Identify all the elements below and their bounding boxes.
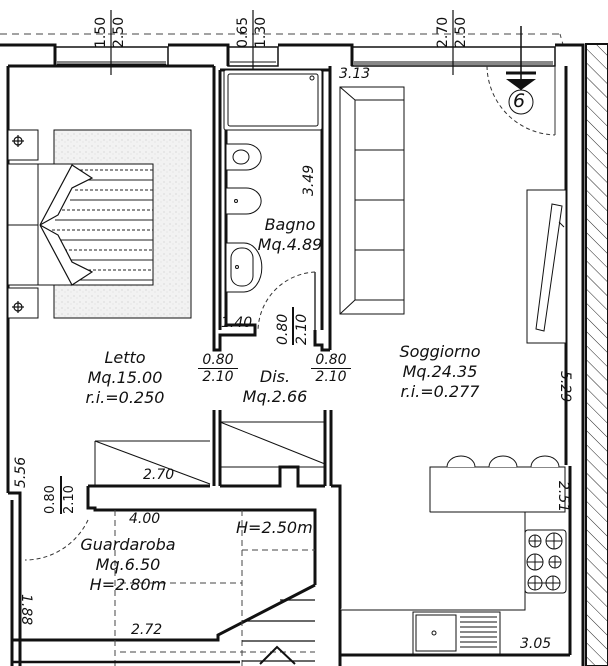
staircase — [12, 599, 315, 665]
room-area: Mq.4.89 — [257, 235, 323, 254]
dim-kitchen-right: 2.51 — [555, 481, 571, 513]
room-area: Mq.6.50 — [95, 555, 161, 574]
dim-bagno-bottom: 1.40 — [221, 315, 253, 331]
room-label-soggiorno: Soggiorno Mq.24.35 r.i.=0.277 — [380, 342, 500, 402]
hallway-furniture — [94, 421, 326, 486]
door-dim-soggiorno: 0.80 2.10 — [311, 352, 351, 385]
windows — [54, 10, 556, 75]
external-wall-hatched — [585, 43, 608, 666]
dim-letto-bottom: 2.70 — [143, 467, 175, 483]
dim-soggiorno-top: 3.13 — [339, 66, 371, 82]
living-furniture — [339, 86, 567, 344]
dim-letto-left: 5.56 — [13, 456, 29, 488]
room-area: Mq.2.66 — [242, 387, 308, 406]
room-label-dis: Dis. Mq.2.66 — [235, 367, 315, 407]
room-name: Dis. — [259, 367, 291, 386]
door-height: 2.10 — [202, 369, 234, 385]
dim-guardaroba-left: 1.88 — [18, 594, 34, 626]
section-marker — [506, 26, 536, 115]
room-area: Mq.15.00 — [87, 368, 163, 387]
window-3-height: 2.50 — [453, 16, 469, 48]
door-height: 2.10 — [62, 485, 77, 514]
dim-guardaroba-top: 4.00 — [129, 511, 161, 527]
door-width: 0.80 — [43, 485, 58, 514]
room-ri: r.i.=0.277 — [400, 382, 480, 401]
window-2-width: 0.65 — [235, 16, 251, 48]
room-label-bagno: Bagno Mq.4.89 — [245, 215, 335, 255]
tv — [535, 203, 563, 332]
room-name: Soggiorno — [399, 342, 481, 361]
lamp-icon — [12, 135, 24, 313]
bed — [7, 129, 192, 319]
room-ri: r.i.=0.250 — [85, 388, 165, 407]
room-label-guardaroba: Guardaroba Mq.6.50 H=2.80m — [68, 535, 188, 595]
burner-icons — [526, 532, 563, 591]
bathroom-walls — [212, 66, 332, 352]
kitchen — [340, 440, 572, 657]
room-name: Guardaroba — [80, 535, 176, 554]
door-height: 2.10 — [294, 313, 310, 345]
door-width: 0.80 — [275, 313, 291, 345]
stair-height-label: H=2.50m — [236, 518, 313, 537]
door-width: 0.80 — [311, 352, 351, 369]
stools — [446, 455, 560, 468]
dim-bagno-side: 3.49 — [301, 164, 317, 196]
door-width: 0.80 — [198, 352, 238, 369]
door-dim-letto: 0.80 2.10 — [198, 352, 238, 385]
kitchen-counter — [429, 466, 566, 513]
window-2-height: 1.30 — [253, 16, 269, 48]
window-3-width: 2.70 — [435, 16, 451, 48]
window-1-height: 2.50 — [111, 16, 127, 48]
window-1-width: 1.50 — [93, 16, 109, 48]
room-height: H=2.80m — [89, 575, 167, 594]
door-height: 2.10 — [315, 369, 347, 385]
reference-dashed-line — [0, 33, 565, 49]
dim-soggiorno-right: 5.29 — [557, 371, 573, 403]
bidet — [225, 187, 262, 215]
room-name: Bagno — [264, 215, 316, 234]
room-name: Letto — [104, 348, 146, 367]
bathroom-fixtures — [223, 69, 323, 293]
room-area: Mq.24.35 — [402, 362, 478, 381]
dim-kitchen-bottom: 3.05 — [520, 636, 552, 652]
room-label-letto: Letto Mq.15.00 r.i.=0.250 — [70, 348, 180, 408]
door-swings — [24, 65, 556, 561]
dim-guardaroba-bottom: 2.72 — [131, 622, 163, 638]
section-marker-number: 6 — [513, 90, 526, 112]
